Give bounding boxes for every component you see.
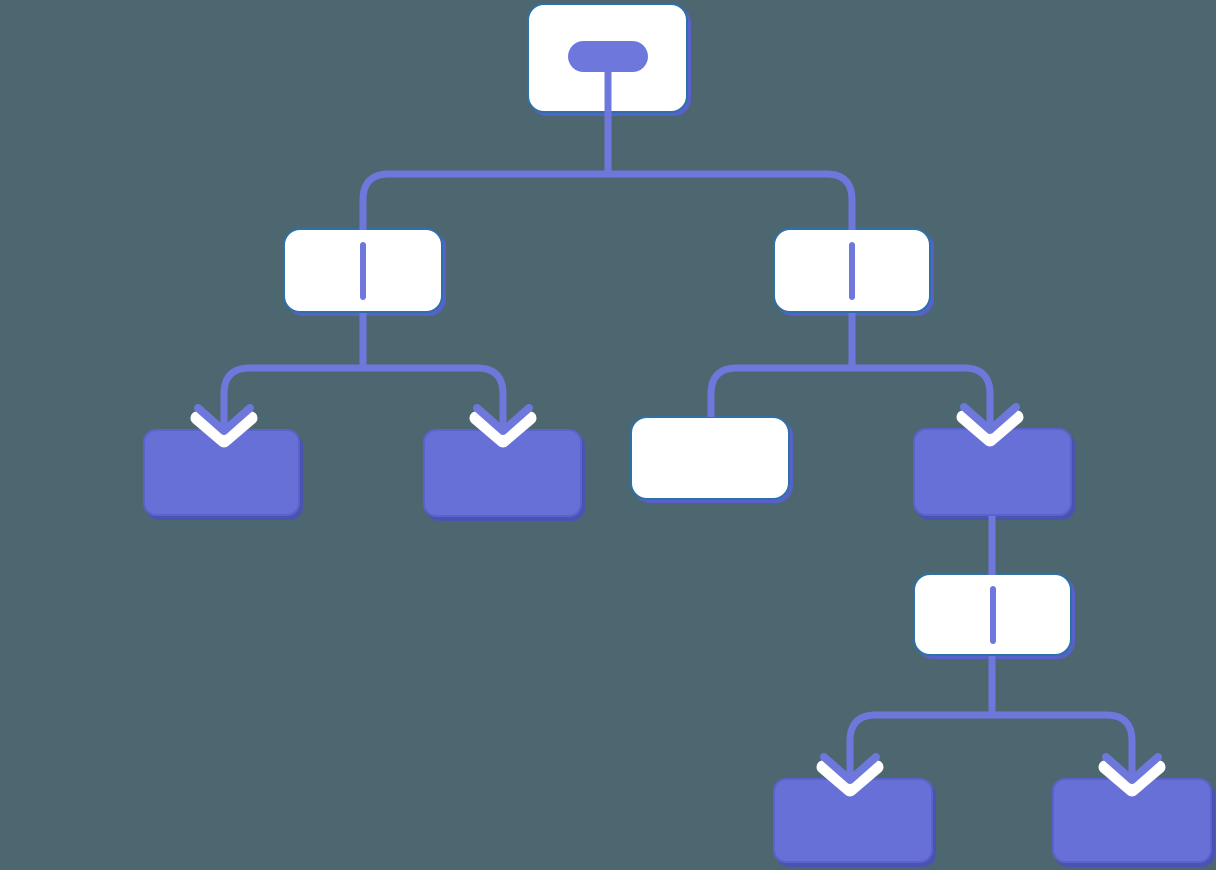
branch-lower-node	[913, 573, 1072, 656]
root-pill-icon	[567, 41, 648, 72]
branch-left-node	[283, 228, 443, 313]
left-tee-connector	[220, 364, 507, 431]
root-stem-icon	[604, 69, 611, 111]
leaf-4-node	[773, 778, 933, 863]
arrow-into-leaf-3-icon	[960, 403, 1020, 434]
arrow-into-leaf-2-icon	[473, 404, 533, 435]
node-plain-node	[630, 416, 790, 500]
vertical-divider-icon	[849, 241, 855, 300]
root-node	[527, 3, 688, 113]
vertical-divider-icon	[360, 241, 366, 300]
level1-tee-connector	[359, 170, 856, 230]
arrow-into-leaf-4-icon	[820, 753, 880, 784]
arrow-into-leaf-5-icon	[1102, 753, 1162, 784]
vertical-divider-icon	[989, 585, 996, 644]
arrow-into-leaf-1-icon	[194, 404, 254, 435]
leaf-5-node	[1052, 778, 1212, 863]
leaf-3-node	[913, 428, 1072, 516]
leaf-2-node	[423, 429, 582, 517]
bottom-tee-connector	[846, 711, 1136, 780]
leaf-1-node	[143, 429, 300, 516]
branch-right-node	[773, 228, 931, 313]
